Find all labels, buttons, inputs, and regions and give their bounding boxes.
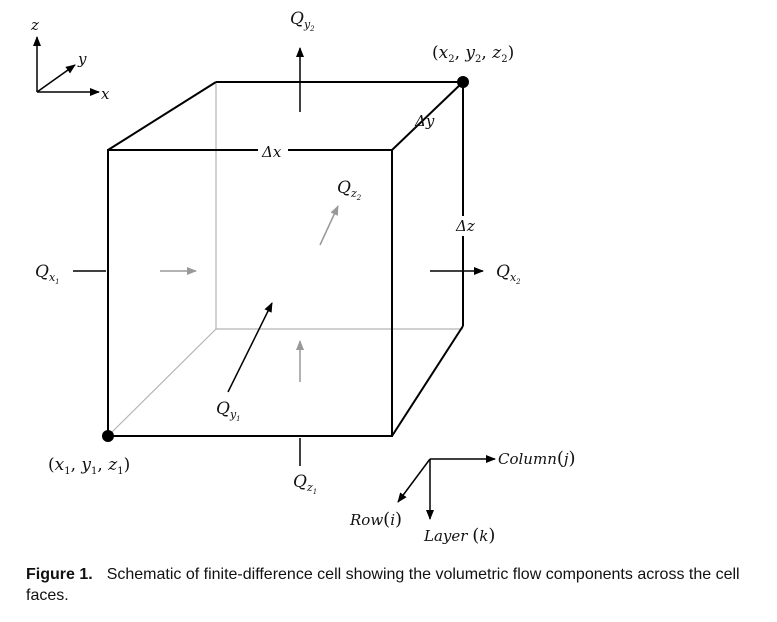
finite-difference-cell-diagram: z y x Δx Δy Δz Qy2 Qx1 — [30, 9, 576, 546]
axes-indicator: z y x — [30, 16, 110, 103]
qz1-label: Qz1 — [293, 472, 317, 496]
corner-dot-1 — [102, 430, 114, 442]
qy2-label: Qy2 — [290, 9, 315, 33]
dz-label: Δz — [455, 217, 475, 235]
qy1-label: Qy1 — [216, 399, 241, 423]
qz2-label: Qz2 — [337, 178, 362, 202]
row-label: Row(i) — [349, 509, 402, 530]
corner-2-label: (x2, y2, z2) — [432, 43, 514, 65]
x-axis-label: x — [101, 85, 110, 103]
figure-number: Figure 1. — [26, 566, 93, 583]
y-axis-arrow — [36, 64, 76, 93]
dx-label: Δx — [261, 143, 282, 161]
layer-label: Layer (k) — [423, 525, 495, 546]
dy-label: Δy — [414, 112, 435, 130]
qy1-arrow — [227, 302, 273, 393]
qx2-label: Qx2 — [496, 262, 521, 286]
figure-caption: Figure 1.Schematic of finite-difference … — [26, 564, 771, 606]
hidden-edges — [107, 82, 463, 437]
column-label: Column(j) — [498, 448, 576, 469]
flow-arrows — [73, 47, 484, 466]
figure-caption-text: Schematic of finite-difference cell show… — [26, 566, 740, 604]
corner-dot-2 — [457, 76, 469, 88]
edge-top-left-depth — [107, 81, 217, 151]
hidden-edge-bottom-left — [107, 328, 217, 437]
cell-visible-edges — [107, 81, 464, 437]
row-axis-arrow — [397, 458, 431, 503]
cell-front-face — [107, 149, 393, 437]
corner-1-label: (x1, y1, z1) — [48, 455, 130, 477]
grid-index-axes: Column(j) Row(i) Layer (k) — [349, 448, 576, 546]
qz2-arrow — [319, 205, 339, 246]
edge-bottom-right-depth — [391, 325, 464, 437]
z-axis-label: z — [30, 16, 39, 34]
edge-top-right-depth — [391, 81, 464, 151]
qx1-label: Qx1 — [35, 262, 60, 286]
y-axis-label: y — [77, 50, 87, 68]
